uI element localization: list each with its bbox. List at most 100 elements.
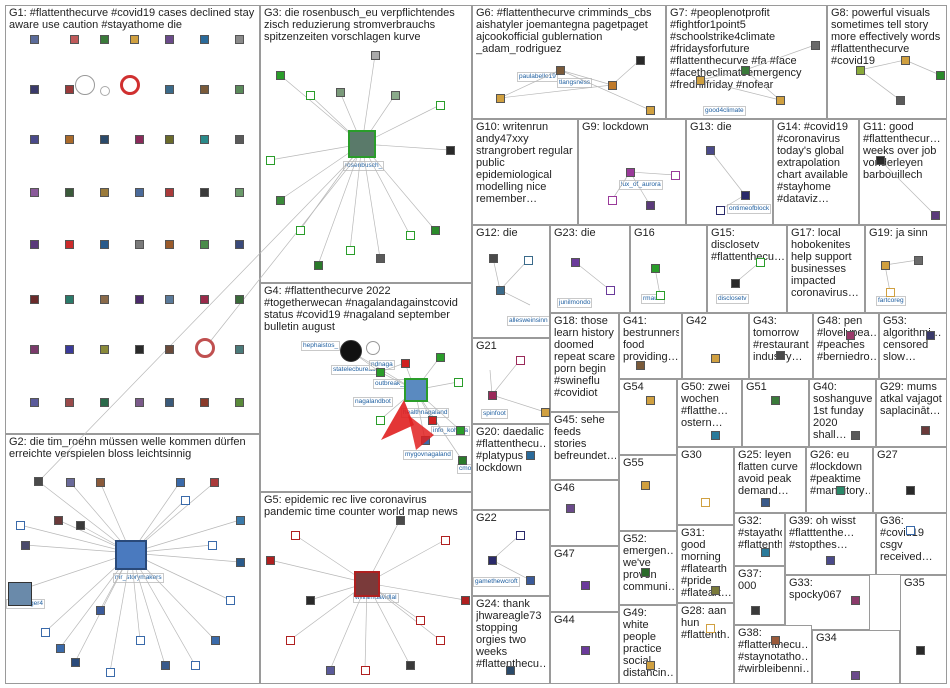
vertex[interactable] — [100, 295, 109, 304]
vertex[interactable] — [65, 295, 74, 304]
vertex[interactable] — [65, 188, 74, 197]
vertex[interactable] — [346, 246, 355, 255]
group-g46[interactable]: G46 — [550, 480, 619, 546]
vertex[interactable] — [406, 661, 415, 670]
group-g20[interactable]: G20: daedalic #flattenthecu… #platypus l… — [472, 424, 550, 510]
vertex[interactable] — [165, 85, 174, 94]
vertex[interactable] — [406, 231, 415, 240]
vertex[interactable] — [914, 256, 923, 265]
vertex[interactable] — [526, 576, 535, 585]
vertex[interactable] — [711, 354, 720, 363]
vertex[interactable] — [436, 353, 445, 362]
vertex[interactable] — [651, 264, 660, 273]
vertex[interactable] — [716, 206, 725, 215]
vertex[interactable] — [416, 616, 425, 625]
group-g29[interactable]: G29: mums atkal vajagot saplacināt… — [876, 379, 947, 447]
group-g38[interactable]: G38: #flattenthecu… #staynotatho… #wirbl… — [734, 625, 812, 684]
group-g28[interactable]: G28: aan hun #flattenth… — [677, 603, 734, 684]
vertex[interactable] — [106, 668, 115, 677]
vertex[interactable] — [376, 254, 385, 263]
group-g26[interactable]: G26: eu #lockdown #peaktime #manditory… — [806, 447, 873, 513]
vertex[interactable] — [326, 666, 335, 675]
group-g5[interactable]: G5: epidemic rec live coronavirus pandem… — [260, 492, 472, 684]
vertex[interactable] — [165, 240, 174, 249]
group-g23[interactable]: G23: die junilmondo — [550, 225, 630, 313]
vertex[interactable] — [741, 191, 750, 200]
vertex[interactable] — [776, 351, 785, 360]
vertex[interactable] — [236, 516, 245, 525]
vertex[interactable] — [266, 556, 275, 565]
ring-vertex[interactable] — [366, 341, 380, 355]
vertex[interactable] — [566, 504, 575, 513]
vertex[interactable] — [100, 35, 109, 44]
vertex[interactable] — [200, 35, 209, 44]
vertex[interactable] — [771, 636, 780, 645]
vertex[interactable] — [210, 478, 219, 487]
vertex[interactable] — [461, 596, 470, 605]
vertex[interactable] — [65, 85, 74, 94]
vertex[interactable] — [931, 211, 940, 220]
group-g42[interactable]: G42 — [682, 313, 749, 379]
vertex[interactable] — [208, 541, 217, 550]
vertex[interactable] — [771, 396, 780, 405]
ring-vertex[interactable] — [100, 86, 110, 96]
vertex[interactable] — [376, 368, 385, 377]
group-g48[interactable]: G48: pen #lovelypea… #peaches #berniedro… — [813, 313, 879, 379]
vertex[interactable] — [96, 606, 105, 615]
group-g13[interactable]: G13: die ontimeofblock — [686, 119, 773, 225]
group-g35[interactable]: G35 — [900, 575, 947, 684]
ring-vertex[interactable] — [120, 75, 140, 95]
group-g49[interactable]: G49: white people practice social distan… — [619, 605, 677, 684]
vertex[interactable] — [896, 96, 905, 105]
vertex[interactable] — [656, 291, 665, 300]
vertex[interactable] — [30, 35, 39, 44]
vertex[interactable] — [608, 81, 617, 90]
vertex[interactable] — [181, 496, 190, 505]
vertex[interactable] — [235, 240, 244, 249]
vertex[interactable] — [906, 526, 915, 535]
vertex[interactable] — [641, 568, 650, 577]
vertex[interactable] — [706, 624, 715, 633]
vertex[interactable] — [66, 478, 75, 487]
group-g32[interactable]: G32: #stayathome #flattenthecu… — [734, 513, 785, 566]
vertex[interactable] — [608, 196, 617, 205]
vertex[interactable] — [165, 135, 174, 144]
vertex[interactable] — [811, 41, 820, 50]
vertex[interactable] — [881, 261, 890, 270]
vertex[interactable] — [200, 188, 209, 197]
vertex[interactable] — [65, 240, 74, 249]
group-g16[interactable]: G16 rmaulri — [630, 225, 707, 313]
vertex[interactable] — [165, 35, 174, 44]
vertex[interactable] — [431, 226, 440, 235]
vertex[interactable] — [96, 478, 105, 487]
vertex[interactable] — [626, 168, 635, 177]
vertex[interactable] — [100, 345, 109, 354]
vertex[interactable] — [606, 286, 615, 295]
vertex[interactable] — [376, 416, 385, 425]
vertex[interactable] — [571, 258, 580, 267]
vertex[interactable] — [636, 56, 645, 65]
vertex[interactable] — [701, 498, 710, 507]
vertex[interactable] — [516, 356, 525, 365]
vertex[interactable] — [441, 536, 450, 545]
vertex[interactable] — [446, 146, 455, 155]
vertex[interactable] — [524, 256, 533, 265]
ring-vertex[interactable] — [195, 338, 215, 358]
vertex[interactable] — [54, 516, 63, 525]
group-g18[interactable]: G18: those learn history doomed repeat s… — [550, 313, 619, 412]
vertex[interactable] — [756, 258, 765, 267]
group-g25[interactable]: G25: leyen flatten curve avoid peak dema… — [734, 447, 806, 513]
group-g40[interactable]: G40: soshanguve 1st funday 2020 shall… — [809, 379, 876, 447]
vertex[interactable] — [641, 481, 650, 490]
vertex[interactable] — [711, 586, 720, 595]
vertex[interactable] — [65, 345, 74, 354]
vertex[interactable] — [211, 636, 220, 645]
vertex[interactable] — [826, 556, 835, 565]
vertex[interactable] — [454, 378, 463, 387]
vertex[interactable] — [436, 101, 445, 110]
vertex[interactable] — [235, 35, 244, 44]
vertex[interactable] — [761, 548, 770, 557]
group-g31[interactable]: G31: good morning #flatearth #pride #fla… — [677, 525, 734, 603]
ring-vertex[interactable] — [75, 75, 95, 95]
vertex[interactable] — [135, 295, 144, 304]
